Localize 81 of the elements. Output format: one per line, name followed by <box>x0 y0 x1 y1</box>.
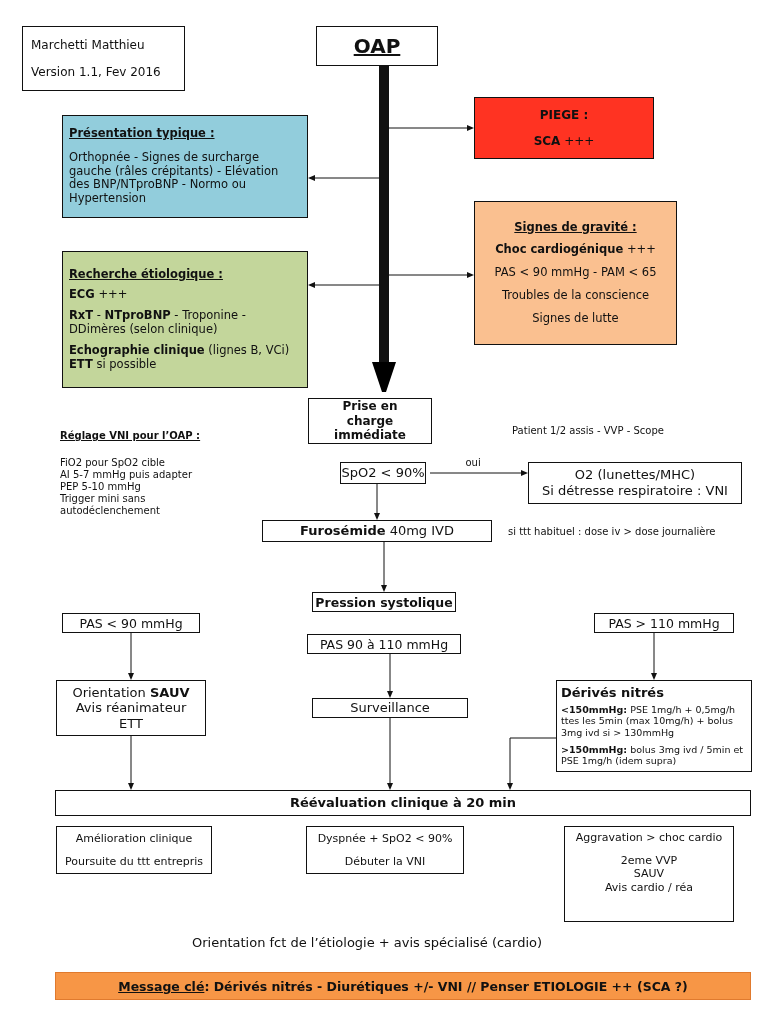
outcome-box <box>564 826 734 922</box>
key-message-text: : Dérivés nitrés - Diurétiques +/- VNI // Penser ETIOLOGIE ++ (SCA ?) <box>204 978 688 994</box>
note-text: PEP 5-10 mmHg <box>60 481 141 493</box>
condition-box <box>594 613 734 633</box>
note-text: Orientation fct de l’étiologie + avis spécialisé (cardio) <box>192 935 543 951</box>
arrow <box>429 470 528 476</box>
arrow <box>374 483 380 520</box>
outcome-box <box>306 826 464 874</box>
box-text: Troubles de la conscience <box>500 288 651 303</box>
box-heading: PIEGE : <box>538 107 590 122</box>
key-message-heading: Message clé <box>118 978 205 994</box>
process-box <box>55 790 751 816</box>
box-text: SCA +++ <box>532 134 596 149</box>
box-text: PAS > 110 mmHg <box>607 615 721 631</box>
warning-box <box>474 97 654 159</box>
info-box <box>62 115 308 218</box>
box-text: Choc cardiogénique +++ <box>494 243 657 258</box>
box-text: Orthopnée - Signes de surcharge gauche (râles crépitants) - Elévation des BNP/NTproBNP - Normo ou Hypertension <box>69 150 280 206</box>
note-text: Patient 1/2 assis - VVP - Scope <box>512 425 664 437</box>
box-text: Version 1.1, Fev 2016 <box>31 64 162 79</box>
box-text: ETT <box>118 715 144 732</box>
edge-label: oui <box>465 457 481 469</box>
box-text: Orientation SAUV <box>71 684 191 701</box>
box-text: O2 (lunettes/MHC) <box>573 467 697 483</box>
arrow <box>387 653 393 698</box>
box-text: PAS < 90 mmHg - PAM < 65 <box>493 266 658 280</box>
arrow <box>651 632 657 680</box>
box-text: Avis cardio / réa <box>603 880 695 894</box>
box-heading: Prise en charge immédiate <box>333 399 407 443</box>
process-box <box>528 462 742 504</box>
box-text: Aggravation > choc cardio <box>574 831 724 845</box>
box-text: ECG +++ <box>69 288 129 303</box>
outcome-box <box>56 826 212 874</box>
box-heading: Pression systolique <box>314 594 454 610</box>
box-text: <150mmHg: PSE 1mg/h + 0,5mg/h ttes les 5min (max 10mg/h) + bolus 3mg ivd si > 130mmHg <box>561 703 737 738</box>
condition-box <box>307 634 461 654</box>
process-box <box>308 398 432 444</box>
note-heading: Réglage VNI pour l’OAP : <box>60 430 201 442</box>
process-box <box>262 520 492 542</box>
box-text: Marchetti Matthieu <box>31 38 146 53</box>
box-text: Si détresse respiratoire : VNI <box>541 483 729 499</box>
box-text: Avis réanimateur <box>74 700 188 716</box>
condition-box <box>62 613 200 633</box>
info-box <box>22 26 185 91</box>
box-text: PAS < 90 mmHg <box>78 615 184 631</box>
box-heading: Réévaluation clinique à 20 min <box>288 795 518 811</box>
info-box <box>62 251 308 388</box>
box-text: Signes de lutte <box>531 311 620 326</box>
note-text: si ttt habituel : dose iv > dose journalière <box>508 526 716 538</box>
note-text: AI 5-7 mmHg puis adapter <box>60 469 192 481</box>
box-heading: Recherche étiologique : <box>69 267 224 282</box>
arrow <box>387 717 393 790</box>
process-box <box>312 698 468 718</box>
box-heading: Signes de gravité : <box>513 220 638 235</box>
arrow <box>507 737 557 790</box>
arrow <box>128 735 134 790</box>
arrow <box>128 632 134 680</box>
box-text: PAS 90 à 110 mmHg <box>318 636 450 652</box>
process-box <box>556 680 752 772</box>
info-box <box>474 201 677 345</box>
box-heading: Présentation typique : <box>69 127 216 141</box>
arrow <box>381 541 387 592</box>
title-box <box>316 26 438 66</box>
note-text: Trigger mini sans autodéclenchement <box>60 493 161 517</box>
box-text: Dyspnée + SpO2 < 90% <box>316 832 454 846</box>
box-text: Débuter la VNI <box>343 854 427 868</box>
box-text: >150mmHg: bolus 3mg ivd / 5min et PSE 1mg/h (idem supra) <box>561 744 745 767</box>
box-text: 2eme VVP <box>619 854 679 868</box>
note-text: FiO2 pour SpO2 cible <box>60 457 165 469</box>
box-text: SpO2 < 90% <box>341 465 425 481</box>
box-text: Poursuite du ttt entrepris <box>63 854 205 868</box>
process-box <box>56 680 206 736</box>
box-text: RxT - NTproBNP - Troponine - DDimères (selon clinique) <box>69 309 247 337</box>
box-heading: Dérivés nitrés <box>561 685 665 701</box>
key-message-banner <box>55 972 751 1000</box>
box-text: SAUV <box>632 867 666 881</box>
box-text: Furosémide 40mg IVD <box>299 523 455 539</box>
box-text: Echographie clinique (lignes B, VCi) ETT si possible <box>69 343 291 372</box>
box-text: Amélioration clinique <box>74 832 194 846</box>
box-text: Surveillance <box>349 700 431 716</box>
box-heading: OAP <box>352 34 402 58</box>
